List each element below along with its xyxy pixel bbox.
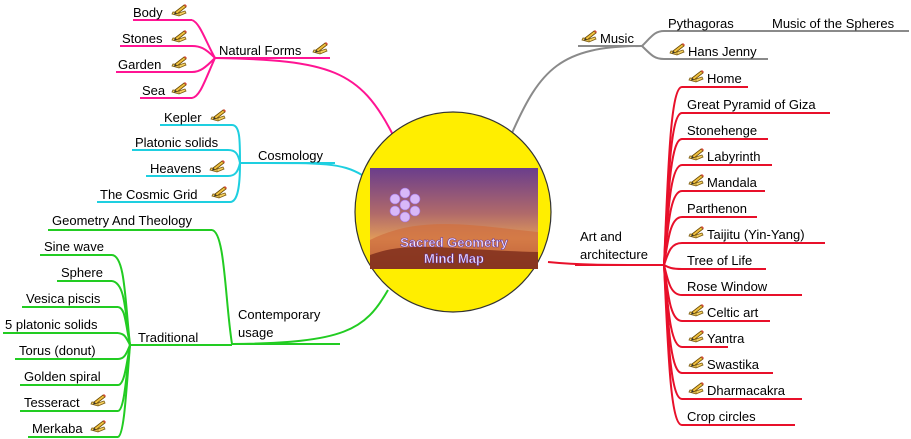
pencil-note-icon[interactable]: [669, 43, 686, 56]
node-art-item[interactable]: Tree of Life: [687, 253, 752, 268]
node-garden[interactable]: Garden: [118, 57, 161, 72]
node-art-item[interactable]: Parthenon: [687, 201, 747, 216]
pencil-note-icon[interactable]: [688, 70, 705, 83]
pencil-note-icon[interactable]: [312, 42, 329, 55]
node-art-item[interactable]: Crop circles: [687, 409, 756, 424]
branch-music: Music Pythagoras Hans Jenny Music of the…: [581, 16, 895, 59]
node-tesseract[interactable]: Tesseract: [24, 395, 80, 410]
node-platonic-solids[interactable]: Platonic solids: [135, 135, 219, 150]
pencil-note-icon[interactable]: [90, 394, 107, 407]
node-hans-jenny[interactable]: Hans Jenny: [688, 44, 757, 59]
node-art-item[interactable]: Dharmacakra: [707, 383, 786, 398]
node-art-item[interactable]: Swastika: [707, 357, 760, 372]
node-geometry-and-theology[interactable]: Geometry And Theology: [52, 213, 192, 228]
node-art-line1[interactable]: Art and: [580, 229, 622, 244]
pencil-note-icon[interactable]: [90, 420, 107, 433]
branch-contemporary-usage: Contemporary usage Geometry And Theology…: [5, 213, 321, 436]
node-contemporary-line1[interactable]: Contemporary: [238, 307, 321, 322]
node-heavens[interactable]: Heavens: [150, 161, 202, 176]
central-image: Sacred Geometry Mind Map: [370, 168, 538, 269]
central-node[interactable]: Sacred Geometry Mind Map: [354, 111, 552, 313]
branch-natural-forms: Natural Forms Body Stones Garden Sea: [118, 4, 329, 98]
node-torus[interactable]: Torus (donut): [19, 343, 96, 358]
pencil-note-icon[interactable]: [171, 4, 188, 17]
node-golden-spiral[interactable]: Golden spiral: [24, 369, 101, 384]
node-art-item[interactable]: Rose Window: [687, 279, 768, 294]
pencil-note-icon[interactable]: [171, 56, 188, 69]
node-sphere[interactable]: Sphere: [61, 265, 103, 280]
pencil-note-icon[interactable]: [211, 186, 228, 199]
node-art-item[interactable]: Celtic art: [707, 305, 759, 320]
node-kepler[interactable]: Kepler: [164, 110, 202, 125]
node-merkaba[interactable]: Merkaba: [32, 421, 83, 436]
node-music[interactable]: Music: [600, 31, 634, 46]
node-traditional[interactable]: Traditional: [138, 330, 198, 345]
pencil-note-icon[interactable]: [688, 382, 705, 395]
node-art-item[interactable]: Mandala: [707, 175, 758, 190]
central-title-line2: Mind Map: [424, 251, 484, 266]
node-natural-forms[interactable]: Natural Forms: [219, 43, 302, 58]
branch-art-and-architecture: Art and architecture: [580, 229, 648, 262]
pencil-note-icon[interactable]: [688, 304, 705, 317]
flower-of-life-icon: [389, 187, 421, 223]
pencil-note-icon[interactable]: [581, 30, 598, 43]
central-title-line1: Sacred Geometry: [400, 235, 508, 250]
pencil-note-icon[interactable]: [688, 330, 705, 343]
node-art-item[interactable]: Stonehenge: [687, 123, 757, 138]
node-the-cosmic-grid[interactable]: The Cosmic Grid: [100, 187, 198, 202]
pencil-note-icon[interactable]: [688, 356, 705, 369]
node-pythagoras[interactable]: Pythagoras: [668, 16, 734, 31]
node-contemporary-line2[interactable]: usage: [238, 325, 273, 340]
node-art-item[interactable]: Yantra: [707, 331, 745, 346]
node-art-line2[interactable]: architecture: [580, 247, 648, 262]
pencil-note-icon[interactable]: [688, 148, 705, 161]
node-sea[interactable]: Sea: [142, 83, 166, 98]
node-music-of-the-spheres[interactable]: Music of the Spheres: [772, 16, 895, 31]
node-vesica-piscis[interactable]: Vesica piscis: [26, 291, 101, 306]
pencil-note-icon[interactable]: [688, 174, 705, 187]
pencil-note-icon[interactable]: [209, 160, 226, 173]
node-5-platonic-solids[interactable]: 5 platonic solids: [5, 317, 98, 332]
node-body[interactable]: Body: [133, 5, 163, 20]
node-art-item[interactable]: Home: [707, 71, 742, 86]
node-sine-wave[interactable]: Sine wave: [44, 239, 104, 254]
node-stones[interactable]: Stones: [122, 31, 163, 46]
node-art-item[interactable]: Great Pyramid of Giza: [687, 97, 816, 112]
pencil-note-icon[interactable]: [171, 30, 188, 43]
node-art-item[interactable]: Taijitu (Yin-Yang): [707, 227, 805, 242]
connector-lines: [3, 19, 909, 438]
branch-cosmology: Cosmology Kepler Platonic solids Heavens…: [100, 109, 324, 202]
node-art-item[interactable]: Labyrinth: [707, 149, 760, 164]
pencil-note-icon[interactable]: [688, 226, 705, 239]
node-cosmology[interactable]: Cosmology: [258, 148, 324, 163]
pencil-note-icon[interactable]: [171, 82, 188, 95]
pencil-note-icon[interactable]: [210, 109, 227, 122]
